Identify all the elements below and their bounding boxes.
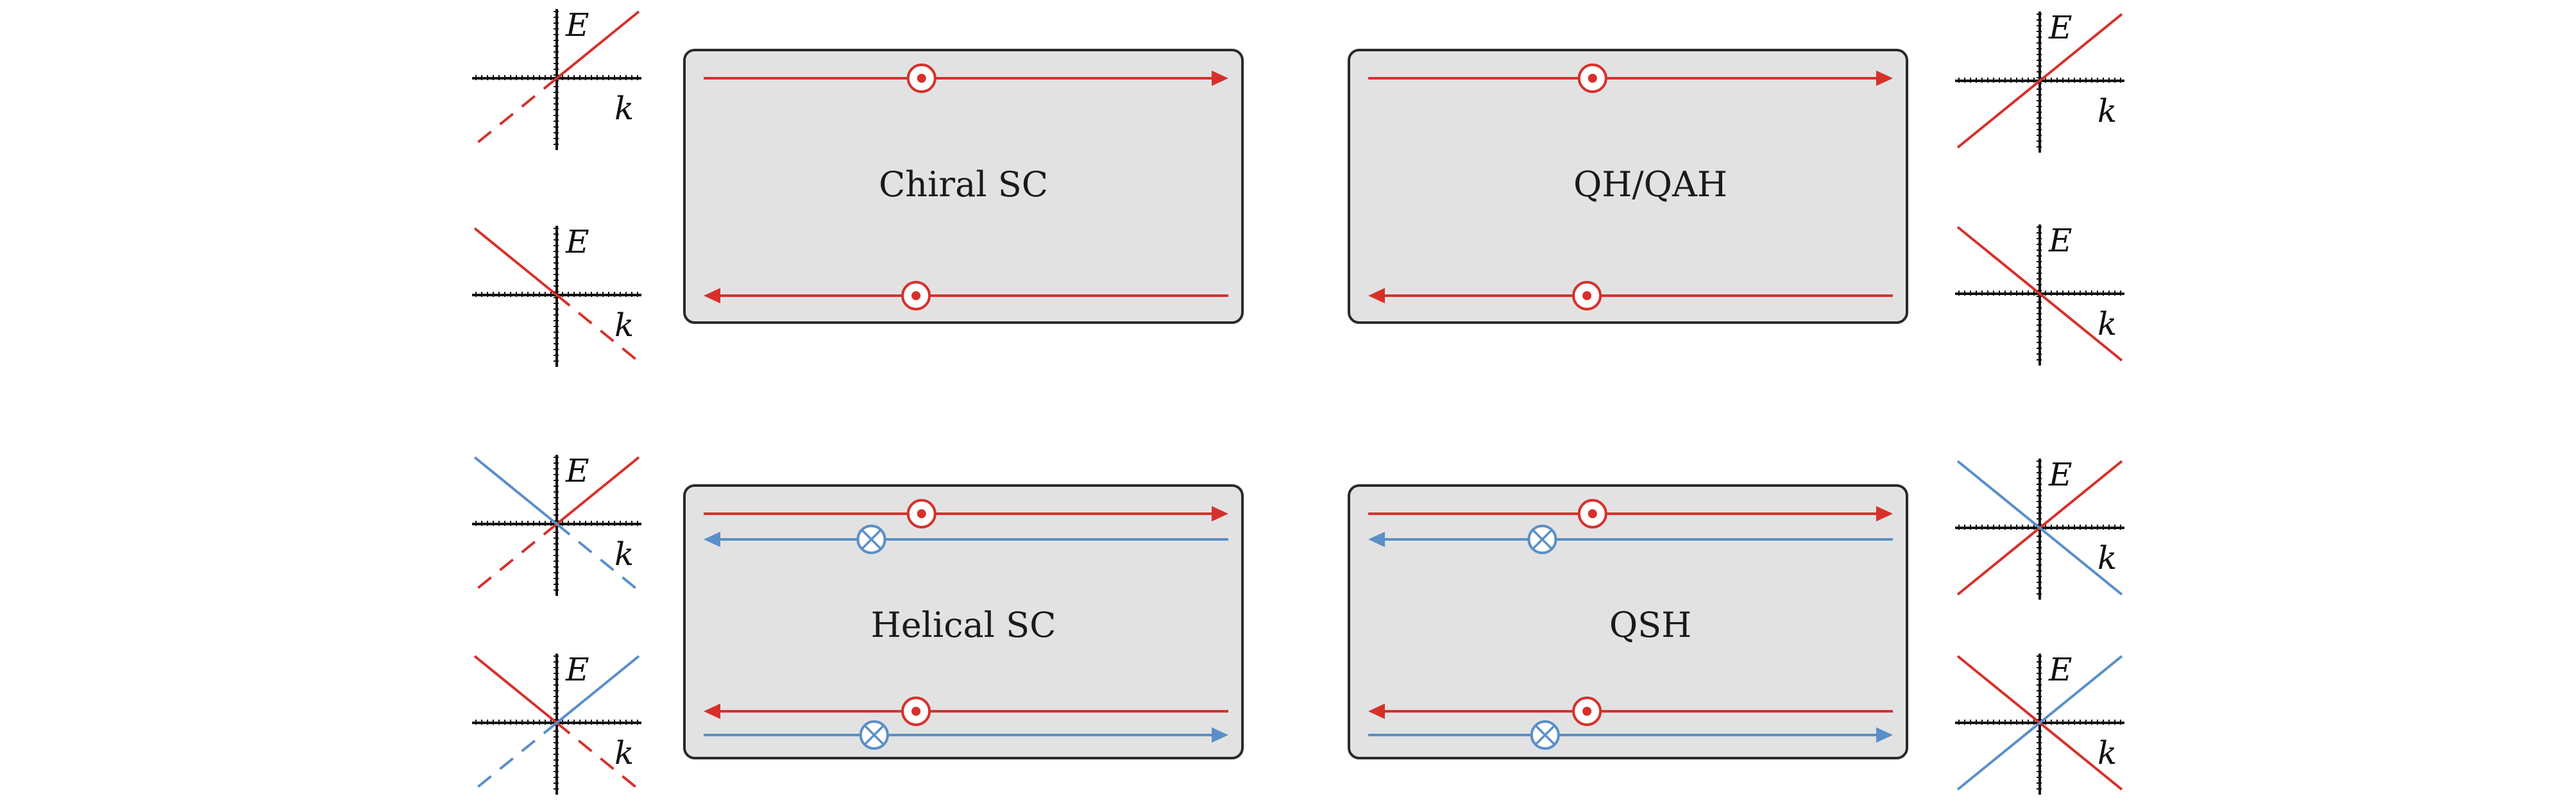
panel-box [683,484,1244,759]
red-dispersion-dashed [555,294,640,363]
spin-dot [917,509,926,518]
spin-dot [917,74,926,83]
spin-dot [1582,291,1592,300]
blue-dispersion-solid [555,655,640,724]
energy-axis-label: E [2048,456,2072,493]
red-dispersion-dashed [555,722,640,791]
red-edge-arrowhead [1876,506,1893,521]
energy-axis-label: E [2048,222,2072,259]
dispersion-qsh-bottom: Ek [1955,651,2124,795]
spin-cross-stroke [861,529,881,550]
blue-dispersion-dashed [473,722,558,791]
energy-axis-label: E [2048,9,2072,46]
red-dispersion-line [1956,226,2123,362]
spin-dot [1588,74,1597,83]
spin-cross-stroke [864,725,885,745]
energy-axis-label: E [565,223,589,260]
spin-cross-stroke [1532,529,1552,550]
red-dispersion-solid [473,227,558,296]
momentum-axis-label: k [614,90,634,127]
panel-helical-sc: Helical SC [683,484,1244,759]
red-dispersion-dashed [473,77,558,146]
red-dispersion-dashed [473,523,558,592]
red-edge-arrowhead [1876,71,1893,86]
red-dispersion-line [1956,13,2123,149]
panel-label-helical-sc: Helical SC [871,605,1056,645]
blue-dispersion-line [1956,655,2123,791]
spin-dot [1582,707,1592,716]
momentum-axis-label: k [2097,305,2117,342]
spin-dot [911,707,921,716]
panel-label-qsh: QSH [1609,605,1691,645]
momentum-axis-label: k [2097,734,2117,772]
energy-axis-label: E [2048,651,2072,688]
momentum-axis-label: k [2097,92,2117,130]
dispersion-helical-sc-bottom: Ek [472,651,641,795]
panel-box [683,49,1244,324]
red-edge-arrowhead [1368,288,1385,303]
blue-dispersion-line [1956,460,2123,596]
energy-axis-label: E [565,6,589,44]
panel-label-qh-qah: QH/QAH [1573,164,1727,205]
red-dispersion-solid [555,456,640,525]
spin-cross-stroke [1535,725,1555,745]
dispersion-helical-sc-top: Ek [472,452,641,596]
momentum-axis-label: k [614,536,634,573]
dispersion-qh-top: Ek [1955,9,2124,153]
dispersion-qsh-top: Ek [1955,456,2124,600]
energy-axis-label: E [565,651,589,688]
dispersion-chiral-sc-bottom: Ek [472,223,641,367]
panel-chiral-sc: Chiral SC [683,49,1244,324]
blue-edge-arrowhead [1368,532,1385,547]
dispersion-chiral-sc-top: Ek [472,6,641,150]
panel-label-chiral-sc: Chiral SC [879,164,1048,205]
panel-box [1348,49,1908,324]
red-edge-arrowhead [1368,704,1385,719]
blue-dispersion-solid [473,456,558,525]
momentum-axis-label: k [614,734,634,772]
momentum-axis-label: k [614,307,634,344]
blue-edge-arrowhead [704,532,720,547]
momentum-axis-label: k [2097,539,2117,577]
red-dispersion-solid [473,655,558,724]
blue-edge-arrowhead [1876,727,1893,743]
blue-dispersion-dashed [555,523,640,592]
panel-qh-qah: QH/QAH [1348,49,1908,324]
red-edge-arrowhead [704,704,720,719]
panel-box [1348,484,1908,759]
red-edge-arrowhead [704,288,720,303]
spin-dot [911,291,921,300]
energy-axis-label: E [565,452,589,489]
panel-qsh: QSH [1348,484,1908,759]
red-edge-arrowhead [1212,71,1228,86]
spin-dot [1588,509,1597,518]
dispersion-qh-bottom: Ek [1955,222,2124,366]
blue-edge-arrowhead [1212,727,1228,743]
red-edge-arrowhead [1212,506,1228,521]
red-dispersion-solid [555,10,640,80]
